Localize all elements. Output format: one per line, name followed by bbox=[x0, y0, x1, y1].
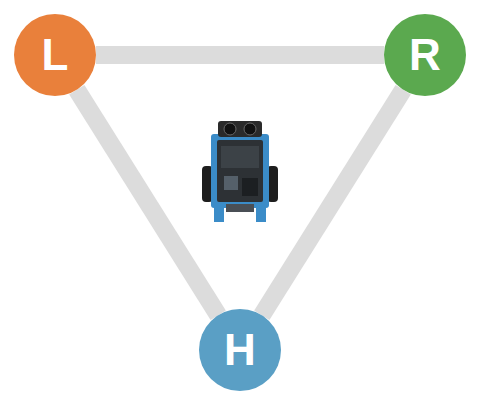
track-line bbox=[96, 46, 384, 64]
letter-circle: H bbox=[199, 309, 281, 391]
sensor-eye bbox=[244, 123, 256, 135]
robot-chip bbox=[224, 176, 238, 190]
robot-caster bbox=[226, 204, 254, 212]
track-line bbox=[77, 90, 218, 316]
robot-chip bbox=[221, 146, 259, 168]
robot-port bbox=[242, 178, 258, 196]
sensor-eye bbox=[224, 123, 236, 135]
node-letter: H bbox=[224, 328, 256, 372]
track-line bbox=[262, 90, 403, 316]
node-letter: R bbox=[409, 33, 441, 77]
robot-board bbox=[217, 140, 263, 202]
node-letter: L bbox=[42, 33, 69, 77]
robot-bracket bbox=[214, 206, 224, 222]
robot-frame bbox=[211, 134, 269, 208]
letter-circle: R bbox=[384, 14, 466, 96]
robot-bracket bbox=[256, 206, 266, 222]
letter-circle: L bbox=[14, 14, 96, 96]
circle-fill bbox=[199, 309, 281, 391]
circle-fill bbox=[384, 14, 466, 96]
circle-fill bbox=[14, 14, 96, 96]
ultrasonic-sensor bbox=[218, 121, 262, 137]
robot bbox=[202, 121, 278, 222]
